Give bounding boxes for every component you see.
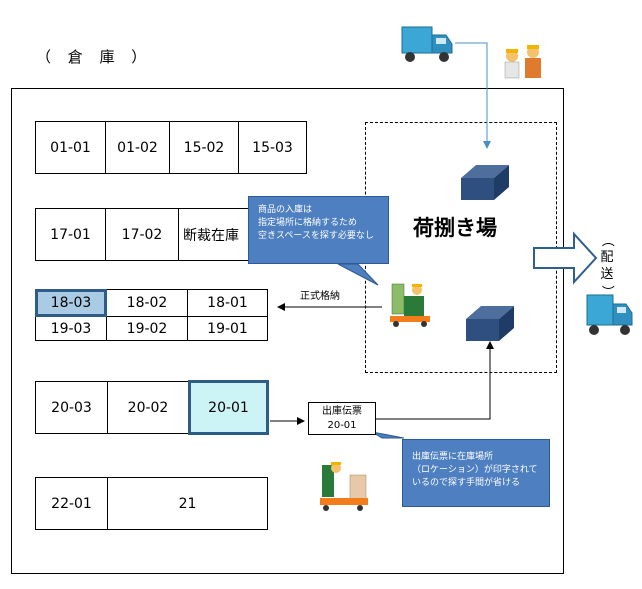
- location-cell-highlighted[interactable]: 18-03: [35, 289, 107, 317]
- location-cell-highlighted[interactable]: 20-01: [188, 380, 269, 435]
- picking-slip: 出庫伝票 20-01: [308, 402, 376, 435]
- arrow-right-icon: [533, 231, 598, 285]
- location-cell[interactable]: 22-01: [51, 495, 92, 512]
- workers-icon: [504, 45, 541, 79]
- location-cell[interactable]: 19-02: [126, 320, 168, 337]
- location-cell[interactable]: 18-02: [126, 295, 168, 311]
- location-cell[interactable]: 21: [178, 495, 197, 512]
- dock-label: 荷捌き場: [413, 216, 497, 240]
- location-cell[interactable]: 17-01: [50, 226, 91, 243]
- location-cell[interactable]: 断裁在庫: [183, 227, 239, 244]
- location-cell[interactable]: 15-02: [183, 139, 225, 156]
- box-icon: [466, 306, 514, 341]
- slip-code: 20-01: [327, 420, 357, 431]
- box-icon: [461, 165, 509, 200]
- location-cell[interactable]: 18-01: [207, 295, 248, 311]
- callout-tail: [337, 263, 379, 286]
- outbound-arrow: [376, 341, 494, 420]
- page-title: （ 倉 庫 ）: [36, 48, 153, 66]
- location-group-1: 01-01 01-02 15-02 15-03: [35, 121, 307, 174]
- location-cell[interactable]: 15-03: [252, 139, 293, 156]
- forklift-icon: [318, 457, 370, 513]
- truck-icon: [401, 26, 453, 62]
- location-cell[interactable]: 01-02: [117, 139, 158, 156]
- location-cell[interactable]: 19-03: [50, 320, 92, 337]
- store-label: 正式格納: [300, 291, 340, 302]
- location-group-4: 20-03 20-02 20-01: [35, 380, 269, 435]
- callout-inbound: 商品の入庫は 指定場所に格納するため 空きスペースを探す必要なし: [248, 196, 389, 264]
- location-cell[interactable]: 01-01: [50, 139, 91, 156]
- location-cell[interactable]: 20-02: [127, 399, 169, 416]
- forklift-icon: [385, 277, 435, 327]
- callout-tail: [371, 431, 405, 439]
- location-cell[interactable]: 20-03: [51, 399, 92, 416]
- location-group-3: 18-03 18-02 18-01 19-03 19-02 19-01: [35, 289, 268, 341]
- warehouse-outline: [11, 88, 564, 574]
- location-cell[interactable]: 19-01: [207, 320, 248, 337]
- location-cell[interactable]: 17-02: [121, 226, 163, 243]
- inbound-arrow: [455, 42, 491, 149]
- slip-title: 出庫伝票: [322, 406, 362, 417]
- location-group-5: 22-01 21: [35, 477, 268, 530]
- truck-icon: [586, 294, 633, 335]
- delivery-label: （ 配 送 ）: [599, 233, 615, 298]
- callout-outbound: 出庫伝票に在庫場所 （ロケーション）が印字されて いるので探す手間が省ける: [402, 439, 550, 507]
